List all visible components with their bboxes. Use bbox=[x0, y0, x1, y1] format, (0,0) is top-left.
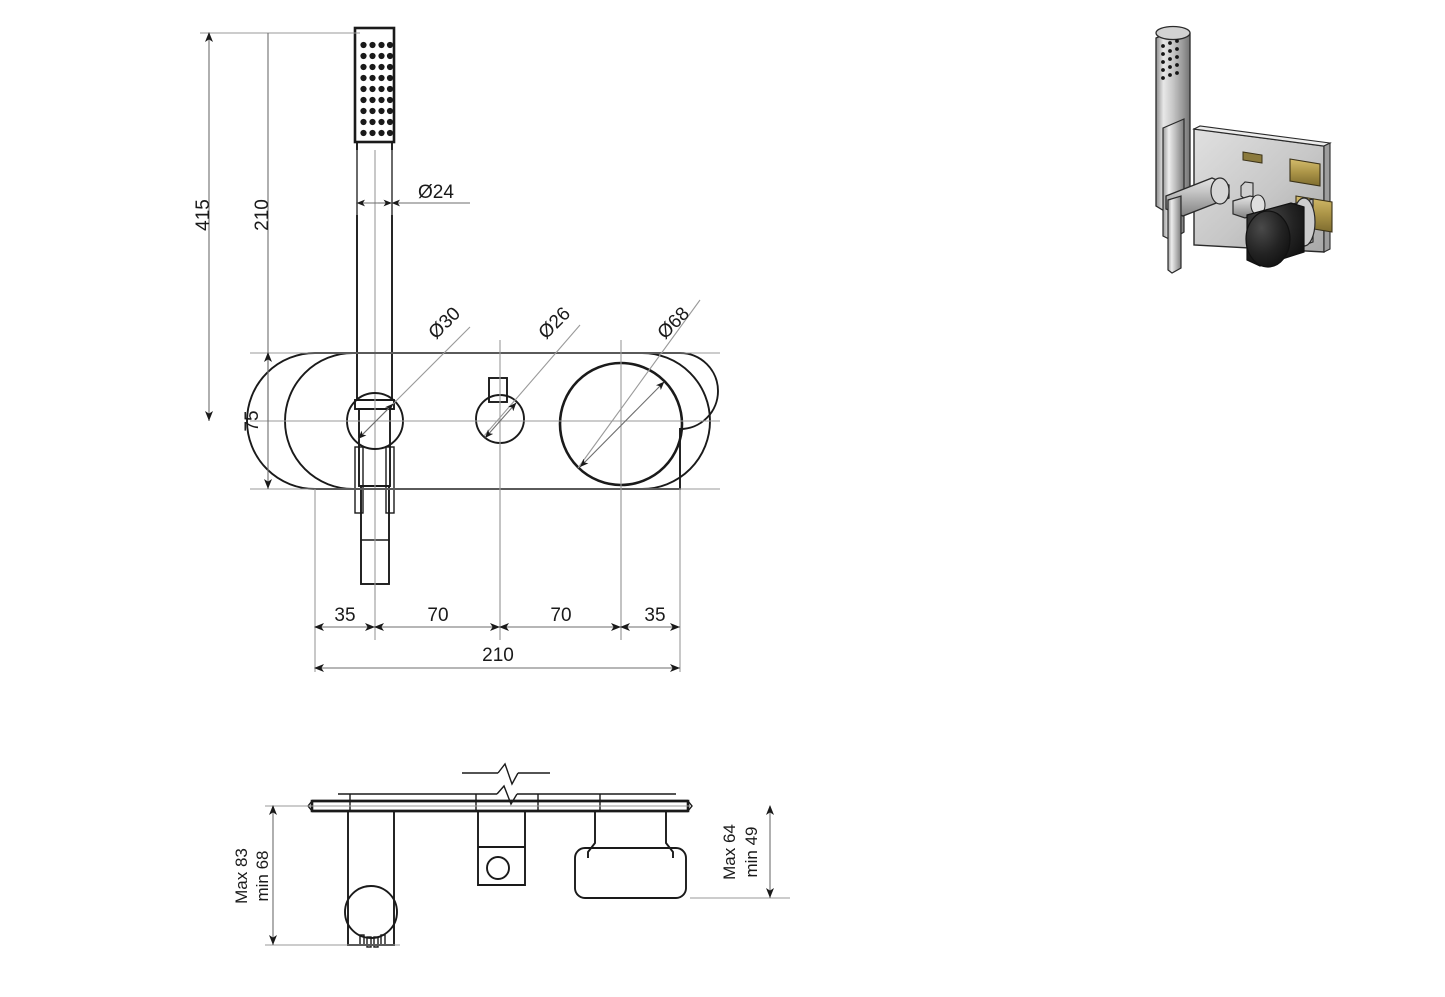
dim-height-415: 415 bbox=[193, 32, 360, 421]
dim-dia24: Ø24 bbox=[418, 182, 454, 203]
spray-nozzles bbox=[360, 41, 394, 137]
handshower-front bbox=[353, 26, 396, 600]
dim-max-64: Max 64 bbox=[720, 824, 739, 880]
dim-70-left: 70 bbox=[427, 605, 448, 626]
dim-210-vert: 210 bbox=[252, 199, 273, 231]
dim-dia68: Ø68 bbox=[654, 303, 694, 343]
leader-dia68: Ø68 bbox=[577, 299, 701, 469]
dim-70-right: 70 bbox=[550, 605, 571, 626]
dim-max-83: Max 83 bbox=[232, 848, 251, 904]
dim-min-49: min 49 bbox=[742, 826, 761, 877]
dim-left-projection: Max 83 min 68 bbox=[232, 805, 277, 945]
dim-right-projection: Max 64 min 49 bbox=[720, 805, 774, 898]
dim-height-210: 210 bbox=[252, 33, 273, 421]
dim-75: 75 bbox=[242, 410, 263, 431]
side-section-view bbox=[265, 762, 790, 948]
leader-dia26: Ø26 bbox=[483, 303, 581, 439]
dim-min-68: min 68 bbox=[253, 850, 272, 901]
isometric-render bbox=[1155, 25, 1333, 274]
dim-210-total: 210 bbox=[482, 645, 514, 666]
iso-thermostat-knob bbox=[1245, 197, 1316, 268]
iso-hose-outlet bbox=[1165, 177, 1230, 274]
iso-diverter-knob bbox=[1232, 181, 1266, 219]
dim-415: 415 bbox=[193, 199, 214, 231]
dim-35-left: 35 bbox=[334, 605, 355, 626]
dim-75-group: 75 bbox=[242, 352, 318, 490]
dim-35-right: 35 bbox=[644, 605, 665, 626]
dim-chain: 35 70 70 35 210 bbox=[314, 440, 681, 672]
dim-dia24-group: Ø24 bbox=[356, 150, 470, 215]
